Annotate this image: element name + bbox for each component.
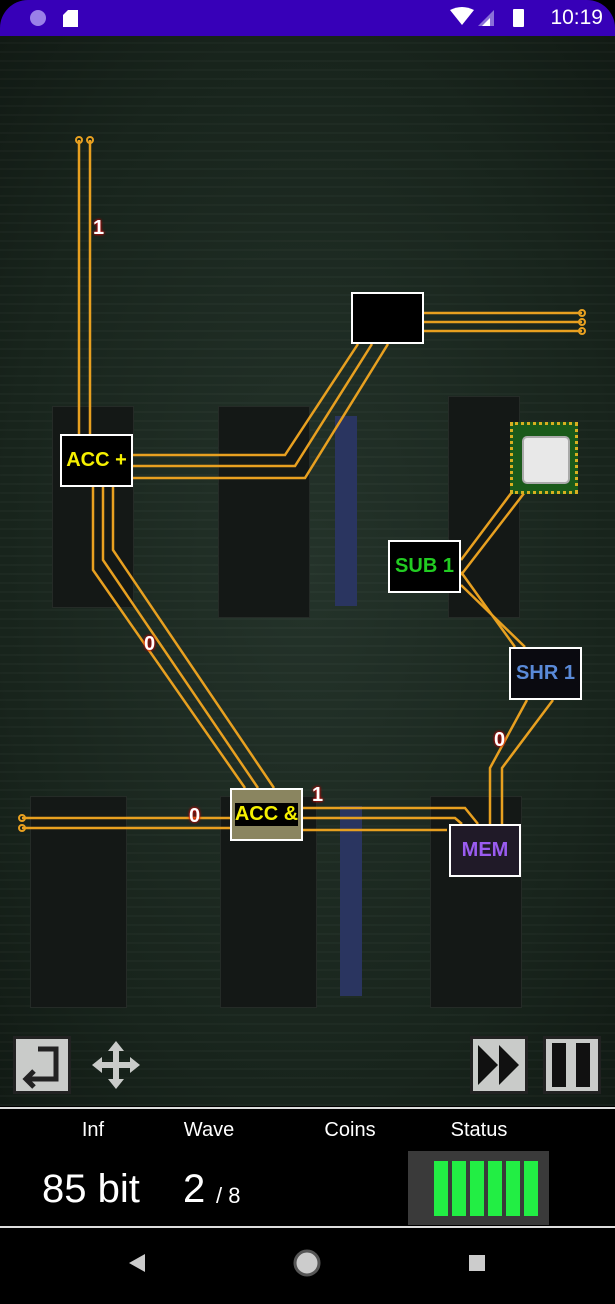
home-icon — [293, 1249, 321, 1277]
status-bar: 10:19 — [0, 0, 615, 36]
wire — [460, 584, 526, 648]
pcb-chip — [448, 396, 520, 618]
wire — [133, 343, 390, 480]
sd-card-icon — [63, 10, 78, 27]
wire-value-label: 0 — [494, 729, 506, 751]
wire-value-label: 1 — [93, 217, 105, 239]
pcb-capacitor — [340, 806, 362, 996]
wire — [133, 343, 360, 457]
status-meter — [408, 1151, 549, 1225]
move-icon — [92, 1041, 140, 1089]
navigation-bar — [0, 1228, 615, 1299]
wire — [500, 699, 554, 824]
wire — [101, 487, 260, 789]
terminal — [578, 327, 586, 335]
inf-label: Inf — [81, 1119, 105, 1141]
terminal — [75, 136, 83, 144]
move-button[interactable] — [90, 1039, 142, 1091]
node-sub-1[interactable]: SUB 1 — [388, 540, 461, 593]
clock: 10:19 — [550, 6, 603, 29]
node-label: ACC + — [66, 449, 127, 471]
terminal — [18, 824, 26, 832]
stats-panel: Inf Wave Coins Status 85 bit 2 / 8 — [0, 1107, 615, 1228]
status-bar-segment — [470, 1161, 484, 1216]
wave-label: Wave — [183, 1119, 235, 1141]
node-label: SHR 1 — [516, 662, 575, 684]
wire — [303, 806, 479, 825]
pause-icon — [552, 1043, 590, 1087]
status-bar-segment — [524, 1161, 538, 1216]
fast-forward-icon — [478, 1045, 519, 1085]
nav-buttons — [129, 1249, 485, 1277]
fast-forward-button[interactable] — [470, 1036, 528, 1094]
pcb-capacitor — [335, 416, 357, 606]
pcb-chip — [30, 796, 127, 1008]
wire — [460, 487, 516, 561]
back-icon — [129, 1254, 145, 1272]
recents-icon — [469, 1255, 485, 1271]
battery-icon — [513, 9, 524, 27]
coins-label: Coins — [324, 1119, 376, 1141]
inf-value: 85 bit — [42, 1167, 140, 1211]
node-acc-and[interactable]: ACC & — [230, 788, 303, 841]
wire-value-label: 0 — [144, 633, 156, 655]
status-icons-right — [450, 7, 524, 27]
wave-total: / 8 — [216, 1183, 241, 1208]
status-bar-segment — [452, 1161, 466, 1216]
wire — [488, 699, 529, 824]
status-bar-segment — [506, 1161, 520, 1216]
status-bar-segment — [434, 1161, 448, 1216]
node-mem[interactable]: MEM — [449, 824, 521, 877]
terminal — [86, 136, 94, 144]
node-acc-add[interactable]: ACC + — [60, 434, 133, 487]
wire — [133, 343, 374, 468]
node-label: ACC & — [234, 803, 299, 826]
wire — [303, 816, 463, 825]
circle-icon — [30, 10, 46, 26]
wire — [111, 487, 276, 789]
undo-icon — [22, 1046, 59, 1089]
cpu-chip-icon[interactable] — [510, 422, 578, 494]
node-blank[interactable] — [351, 292, 424, 344]
status-bar-segment — [488, 1161, 502, 1216]
undo-button[interactable] — [13, 1036, 71, 1094]
game-board[interactable]: 1 0 0 0 1 ACC + SUB 1 SHR 1 ACC & MEM — [0, 36, 615, 1106]
wire — [91, 487, 247, 789]
wires — [18, 136, 586, 832]
wire-value-label: 0 — [189, 805, 201, 827]
terminal — [578, 318, 586, 326]
status-icons-left — [30, 10, 78, 27]
terminal — [578, 309, 586, 317]
node-shr-1[interactable]: SHR 1 — [509, 647, 582, 700]
terminal — [18, 814, 26, 822]
wifi-icon — [450, 7, 474, 25]
pause-button[interactable] — [543, 1036, 601, 1094]
wave-value: 2 — [183, 1167, 206, 1211]
wire — [460, 491, 526, 576]
status-label: Status — [450, 1119, 508, 1141]
node-label: SUB 1 — [395, 555, 454, 577]
node-label: MEM — [461, 839, 509, 861]
wire-value-label: 1 — [312, 784, 324, 806]
